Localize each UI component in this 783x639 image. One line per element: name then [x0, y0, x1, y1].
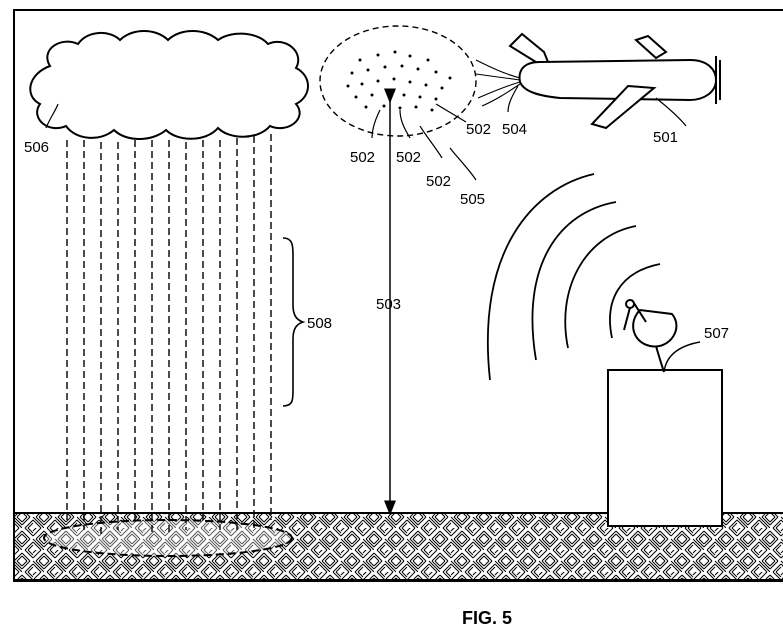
label-particle-d: 502 — [466, 121, 491, 138]
aircraft — [508, 32, 721, 130]
leader-lines — [45, 85, 687, 181]
label-particle-c: 502 — [426, 173, 451, 190]
label-altitude: 503 — [376, 296, 401, 313]
label-nozzle: 504 — [502, 121, 527, 138]
label-particle-a: 502 — [350, 149, 375, 166]
label-rain-cloud: 506 — [24, 139, 49, 156]
particle-dots — [346, 50, 452, 112]
rain-cloud — [29, 30, 309, 140]
ground-target-area-outline — [43, 519, 293, 557]
radar-waves — [486, 173, 661, 381]
label-aircraft: 501 — [653, 129, 678, 146]
label-particle-b: 502 — [396, 149, 421, 166]
label-precipitation: 508 — [307, 315, 332, 332]
label-radar-station: 507 — [704, 325, 729, 342]
rain-streaks — [66, 134, 272, 536]
label-particle-cloud: 505 — [460, 191, 485, 208]
spray-plume — [475, 59, 521, 107]
radar-station — [607, 299, 723, 527]
figure-caption: FIG. 5 — [462, 608, 512, 628]
particle-cloud-outline — [319, 25, 477, 137]
precipitation-brace — [282, 237, 306, 407]
